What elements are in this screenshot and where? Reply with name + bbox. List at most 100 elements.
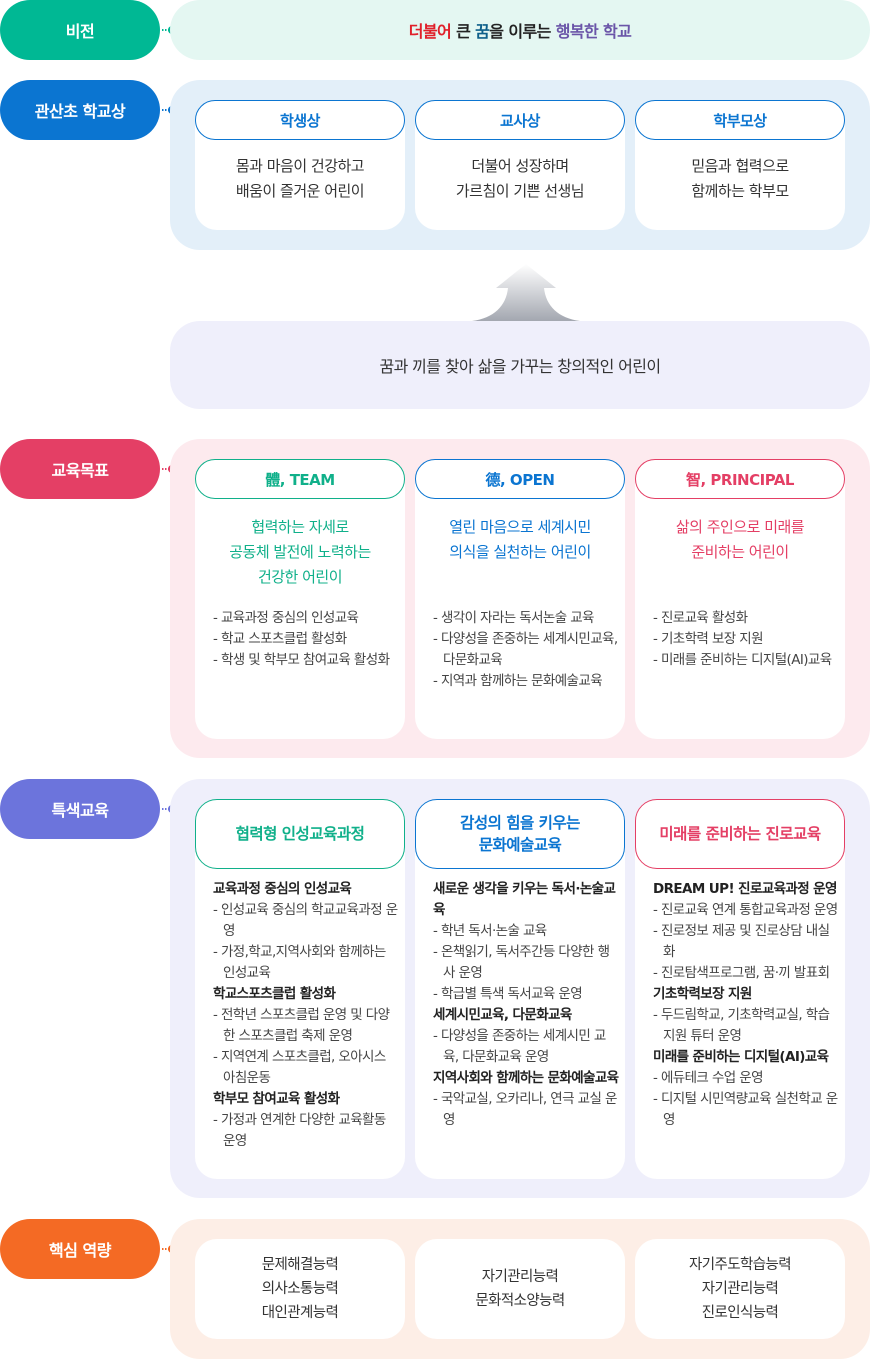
student-image-card: 학생상 몸과 마음이 건강하고 배움이 즐거운 어린이	[195, 100, 405, 230]
goal-item: 생각이 자라는 독서논술 교육	[433, 608, 619, 629]
goal-desc-line: 공동체 발전에 노력하는	[229, 543, 371, 561]
child-image-panel: 꿈과 끼를 찾아 삶을 가꾸는 창의적인 어린이	[170, 321, 870, 409]
competency-label: 핵심 역량	[0, 1219, 160, 1279]
goal-item: 다양성을 존중하는 세계시민교육, 다문화교육	[433, 629, 619, 671]
vision-part-5: 행복한 학교	[555, 22, 632, 41]
special-item: 인성교육 중심의 학교교육과정 운영	[213, 900, 399, 942]
card-line: 배움이 즐거운 어린이	[235, 182, 365, 200]
special-item: 학년 독서·논술 교육	[433, 921, 619, 942]
goal-card-team: 體, TEAM 협력하는 자세로 공동체 발전에 노력하는 건강한 어린이 교육…	[195, 459, 405, 739]
card-title: 학생상	[195, 100, 405, 140]
special-card-career: 미래를 준비하는 진로교육 DREAM UP! 진로교육과정 운영 진로교육 연…	[635, 799, 845, 1179]
special-item: 다양성을 존중하는 세계시민 교육, 다문화교육 운영	[433, 1026, 619, 1068]
special-item: 진로탐색프로그램, 꿈·끼 발표회	[653, 963, 839, 984]
card-title: 감성의 힘을 키우는 문화예술교육	[415, 799, 625, 869]
goal-desc-line: 준비하는 어린이	[691, 543, 789, 561]
card-title-line: 협력형 인성교육과정	[235, 825, 365, 843]
goal-card-principal: 智, PRINCIPAL 삶의 주인으로 미래를 준비하는 어린이 진로교육 활…	[635, 459, 845, 739]
vision-label: 비전	[0, 0, 160, 60]
competency-card-1: 문제해결능력 의사소통능력 대인관계능력	[195, 1239, 405, 1339]
card-title: 협력형 인성교육과정	[195, 799, 405, 869]
goal-desc-line: 열린 마음으로 세계시민	[449, 518, 591, 536]
competency-item: 자기주도학습능력	[689, 1257, 792, 1273]
competency-card-3: 자기주도학습능력 자기관리능력 진로인식능력	[635, 1239, 845, 1339]
special-heading: 교육과정 중심의 인성교육	[213, 881, 352, 897]
parent-image-card: 학부모상 믿음과 협력으로 함께하는 학부모	[635, 100, 845, 230]
special-item: 지역연계 스포츠클럽, 오아시스 아침운동	[213, 1047, 399, 1089]
special-heading: 새로운 생각을 키우는 독서·논술교육	[433, 881, 616, 918]
goal-item: 교육과정 중심의 인성교육	[213, 608, 399, 629]
special-item: 학급별 특색 독서교육 운영	[433, 984, 619, 1005]
vision-part-3: 꿈	[475, 22, 490, 41]
vision-label-text: 비전	[65, 22, 95, 41]
school-image-label-text: 관산초 학교상	[34, 102, 126, 121]
card-title-line: 문화예술교육	[478, 836, 562, 854]
teacher-image-card: 교사상 더불어 성장하며 가르침이 기쁜 선생님	[415, 100, 625, 230]
competency-item: 문제해결능력	[261, 1257, 339, 1273]
goal-card-open: 德, OPEN 열린 마음으로 세계시민 의식을 실천하는 어린이 생각이 자라…	[415, 459, 625, 739]
special-heading: DREAM UP! 진로교육과정 운영	[653, 881, 837, 897]
goal-desc-line: 건강한 어린이	[257, 568, 343, 586]
special-item: 온책읽기, 독서주간등 다양한 행사 운영	[433, 942, 619, 984]
card-title-line: 미래를 준비하는 진로교육	[659, 825, 821, 843]
card-line: 함께하는 학부모	[691, 182, 789, 200]
special-item: 디지털 시민역량교육 실천학교 운영	[653, 1089, 839, 1131]
goals-label-text: 교육목표	[51, 461, 109, 480]
card-line: 몸과 마음이 건강하고	[235, 157, 365, 175]
school-image-label: 관산초 학교상	[0, 80, 160, 140]
special-item: 가정과 연계한 다양한 교육활동 운영	[213, 1110, 399, 1152]
card-line: 더불어 성장하며	[471, 157, 569, 175]
goal-item: 학생 및 학부모 참여교육 활성화	[213, 650, 399, 671]
special-heading: 지역사회와 함께하는 문화예술교육	[433, 1070, 619, 1086]
special-item: 에듀테크 수업 운영	[653, 1068, 839, 1089]
special-item: 진로정보 제공 및 진로상담 내실화	[653, 921, 839, 963]
special-heading: 학부모 참여교육 활성화	[213, 1091, 340, 1107]
card-line: 가르침이 기쁜 선생님	[455, 182, 585, 200]
special-item: 전학년 스포츠클럽 운영 및 다양한 스포츠클럽 축제 운영	[213, 1005, 399, 1047]
goal-item: 기초학력 보장 지원	[653, 629, 839, 650]
goal-item: 진로교육 활성화	[653, 608, 839, 629]
special-label: 특색교육	[0, 779, 160, 839]
special-card-arts: 감성의 힘을 키우는 문화예술교육 새로운 생각을 키우는 독서·논술교육 학년…	[415, 799, 625, 1179]
special-item: 가정,학교,지역사회와 함께하는 인성교육	[213, 942, 399, 984]
competency-item: 의사소통능력	[261, 1281, 339, 1297]
special-card-character: 협력형 인성교육과정 교육과정 중심의 인성교육 인성교육 중심의 학교교육과정…	[195, 799, 405, 1179]
card-title: 학부모상	[635, 100, 845, 140]
competency-item: 문화적소양능력	[475, 1293, 565, 1309]
special-item: 두드림학교, 기초학력교실, 학습지원 튜터 운영	[653, 1005, 839, 1047]
card-title: 智, PRINCIPAL	[635, 459, 845, 499]
special-heading: 학교스포츠클럽 활성화	[213, 986, 336, 1002]
competency-card-2: 자기관리능력 문화적소양능력	[415, 1239, 625, 1339]
special-item: 진로교육 연계 통합교육과정 운영	[653, 900, 839, 921]
goal-desc-line: 삶의 주인으로 미래를	[675, 518, 805, 536]
card-title: 德, OPEN	[415, 459, 625, 499]
card-line: 믿음과 협력으로	[691, 157, 789, 175]
competency-item: 자기관리능력	[701, 1281, 779, 1297]
card-title: 교사상	[415, 100, 625, 140]
card-title-line: 감성의 힘을 키우는	[460, 814, 580, 832]
special-heading: 세계시민교육, 다문화교육	[433, 1007, 572, 1023]
special-heading: 기초학력보장 지원	[653, 986, 752, 1002]
goal-item: 지역과 함께하는 문화예술교육	[433, 671, 619, 692]
special-heading: 미래를 준비하는 디지털(AI)교육	[653, 1049, 829, 1065]
card-title: 體, TEAM	[195, 459, 405, 499]
goal-desc-line: 의식을 실천하는 어린이	[449, 543, 591, 561]
goal-item: 학교 스포츠클럽 활성화	[213, 629, 399, 650]
goal-desc-line: 협력하는 자세로	[251, 518, 349, 536]
competency-item: 자기관리능력	[481, 1269, 559, 1285]
competency-item: 진로인식능력	[701, 1305, 779, 1321]
competency-item: 대인관계능력	[261, 1305, 339, 1321]
goal-item: 미래를 준비하는 디지털(AI)교육	[653, 650, 839, 671]
competency-label-text: 핵심 역량	[49, 1241, 111, 1260]
child-image-statement: 꿈과 끼를 찾아 삶을 가꾸는 창의적인 어린이	[379, 357, 661, 376]
vision-part-2: 큰	[451, 22, 476, 41]
card-title: 미래를 준비하는 진로교육	[635, 799, 845, 869]
vision-part-1: 더불어	[408, 22, 452, 41]
vision-part-4: 을 이루는	[489, 22, 556, 41]
up-arrow-icon	[472, 264, 580, 321]
special-item: 국악교실, 오카리나, 연극 교실 운영	[433, 1089, 619, 1131]
goals-label: 교육목표	[0, 439, 160, 499]
special-label-text: 특색교육	[51, 801, 109, 820]
